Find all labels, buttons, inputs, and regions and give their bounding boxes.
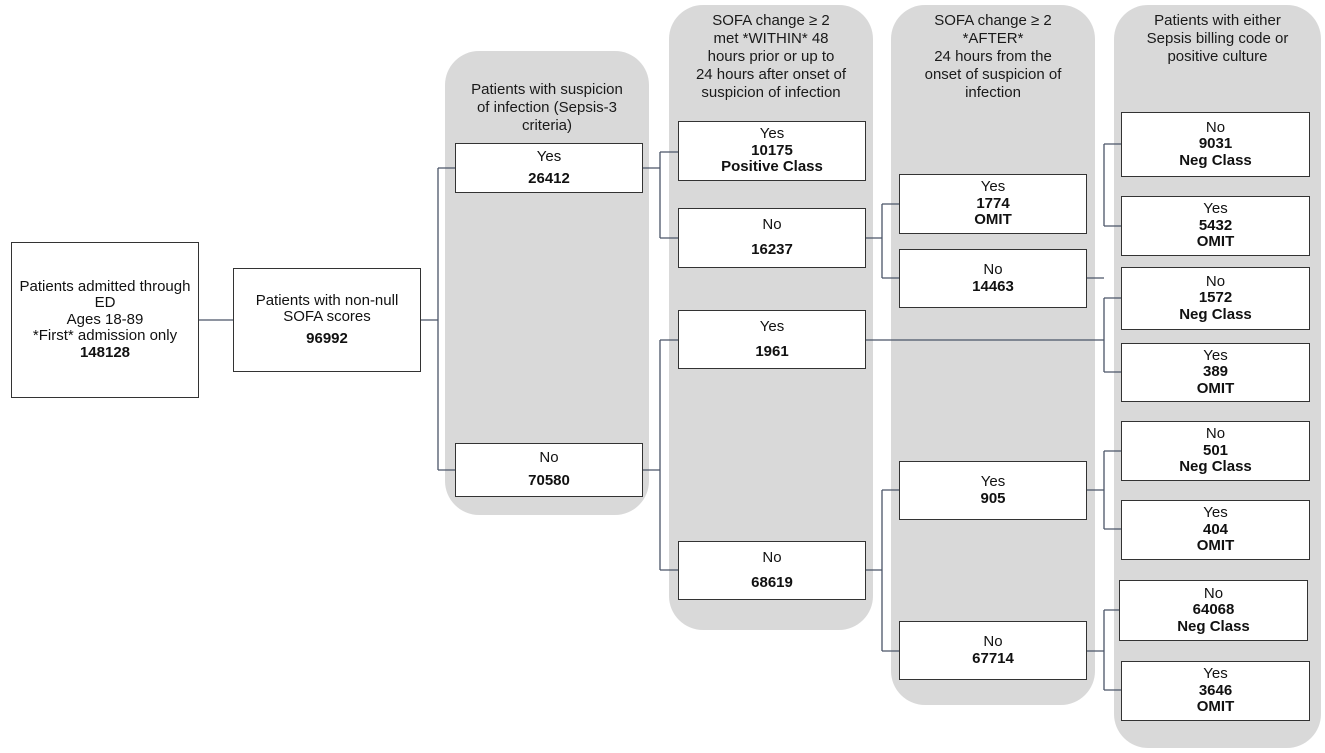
suspicion-no-label: No <box>539 449 559 467</box>
billing-class-2: OMIT <box>1196 233 1235 251</box>
billing-count-2: 5432 <box>1198 216 1233 234</box>
billing-class-6: OMIT <box>1196 537 1235 555</box>
billing-box-4: Yes 389 OMIT <box>1121 343 1310 402</box>
suspicion-no-count: 70580 <box>528 472 570 490</box>
billing-class-5: Neg Class <box>1179 458 1252 476</box>
within-yes-b-count: 1961 <box>755 342 789 360</box>
root-count: 148128 <box>79 343 131 361</box>
billing-count-1: 9031 <box>1198 135 1233 153</box>
sofa-line1: Patients with non-null <box>255 291 399 309</box>
billing-count-8: 3646 <box>1198 681 1233 699</box>
connector-within-no-a-after <box>865 203 900 279</box>
billing-count-7: 64068 <box>1192 601 1235 619</box>
billing-box-1: No 9031 Neg Class <box>1121 112 1310 177</box>
billing-label-7: No <box>1203 584 1224 602</box>
billing-class-8: OMIT <box>1196 698 1235 716</box>
after-no-b-count: 67714 <box>972 649 1014 667</box>
billing-label-6: Yes <box>1203 504 1228 522</box>
connector-no-within <box>642 339 679 571</box>
root-line3: Ages 18-89 <box>66 310 144 328</box>
billing-label-2: Yes <box>1203 200 1228 218</box>
within-yes-a-class: Positive Class <box>721 158 823 176</box>
billing-count-3: 1572 <box>1198 289 1233 307</box>
billing-box-3: No 1572 Neg Class <box>1121 267 1310 330</box>
panel-billing-title: Patients with either Sepsis billing code… <box>1146 12 1289 65</box>
connector-after-no-b-billing <box>1087 609 1122 691</box>
within-yes-a-box: Yes 10175 Positive Class <box>678 121 866 181</box>
billing-box-5: No 501 Neg Class <box>1121 421 1310 481</box>
within-no-a-count: 16237 <box>751 241 793 259</box>
sofa-box: Patients with non-null SOFA scores 96992 <box>233 268 421 372</box>
root-box: Patients admitted through ED Ages 18-89 … <box>11 242 199 398</box>
within-yes-b-box: Yes 1961 <box>678 310 866 369</box>
billing-label-3: No <box>1205 272 1226 290</box>
billing-box-2: Yes 5432 OMIT <box>1121 196 1310 256</box>
root-line4: *First* admission only <box>32 327 178 345</box>
panel-within-title: SOFA change ≥ 2 met *WITHIN* 48 hours pr… <box>695 12 847 101</box>
billing-count-6: 404 <box>1202 520 1229 538</box>
suspicion-yes-label: Yes <box>536 148 562 165</box>
after-no-b-label: No <box>983 633 1003 650</box>
billing-count-4: 389 <box>1202 363 1229 381</box>
billing-class-7: Neg Class <box>1177 617 1250 635</box>
billing-label-4: Yes <box>1203 346 1228 364</box>
after-yes-a-count: 1774 <box>976 194 1010 212</box>
root-line2: ED <box>94 294 116 312</box>
after-no-b-box: No 67714 <box>899 621 1087 680</box>
after-yes-b-count: 905 <box>980 489 1006 507</box>
panel-after-title: SOFA change ≥ 2 *AFTER* 24 hours from th… <box>924 12 1062 101</box>
within-no-a-label: No <box>762 216 782 234</box>
panel-suspicion-title: Patients with suspicion of infection (Se… <box>471 81 623 134</box>
within-no-b-count: 68619 <box>751 573 793 591</box>
after-yes-a-box: Yes 1774 OMIT <box>899 174 1087 234</box>
billing-class-1: Neg Class <box>1179 151 1252 169</box>
within-no-b-label: No <box>762 549 782 566</box>
within-yes-b-label: Yes <box>759 318 785 335</box>
sofa-line2: SOFA scores <box>283 308 371 326</box>
panel-suspicion <box>445 51 649 515</box>
connector-yes-within <box>642 151 679 239</box>
after-yes-a-class: OMIT <box>974 211 1012 229</box>
after-no-a-label: No <box>983 261 1003 278</box>
billing-count-5: 501 <box>1202 441 1229 459</box>
connector-after-no-a-billing <box>1087 143 1122 279</box>
billing-box-6: Yes 404 OMIT <box>1121 500 1310 560</box>
suspicion-yes-box: Yes 26412 <box>455 143 643 193</box>
billing-label-5: No <box>1205 425 1226 443</box>
billing-label-1: No <box>1205 118 1226 136</box>
suspicion-no-box: No 70580 <box>455 443 643 497</box>
connector-within-no-b-after <box>865 489 900 652</box>
within-no-a-box: No 16237 <box>678 208 866 268</box>
connector-within-yes-b-billing <box>866 297 1122 373</box>
within-no-b-box: No 68619 <box>678 541 866 600</box>
billing-box-7: No 64068 Neg Class <box>1119 580 1308 641</box>
billing-class-3: Neg Class <box>1179 305 1252 323</box>
within-yes-a-label: Yes <box>759 125 785 143</box>
connector-sofa-suspicion <box>420 167 456 471</box>
within-yes-a-count: 10175 <box>751 141 793 159</box>
panel-after <box>891 5 1095 705</box>
billing-label-8: Yes <box>1203 665 1228 683</box>
connector-after-yes-b-billing <box>1087 450 1122 530</box>
after-yes-a-label: Yes <box>980 178 1006 196</box>
billing-box-8: Yes 3646 OMIT <box>1121 661 1310 721</box>
after-no-a-count: 14463 <box>972 277 1014 295</box>
after-no-a-box: No 14463 <box>899 249 1087 308</box>
billing-class-4: OMIT <box>1196 379 1235 397</box>
after-yes-b-label: Yes <box>980 473 1006 490</box>
suspicion-yes-count: 26412 <box>528 169 570 187</box>
root-line1: Patients admitted through <box>19 277 191 295</box>
sofa-count: 96992 <box>306 329 348 347</box>
after-yes-b-box: Yes 905 <box>899 461 1087 520</box>
